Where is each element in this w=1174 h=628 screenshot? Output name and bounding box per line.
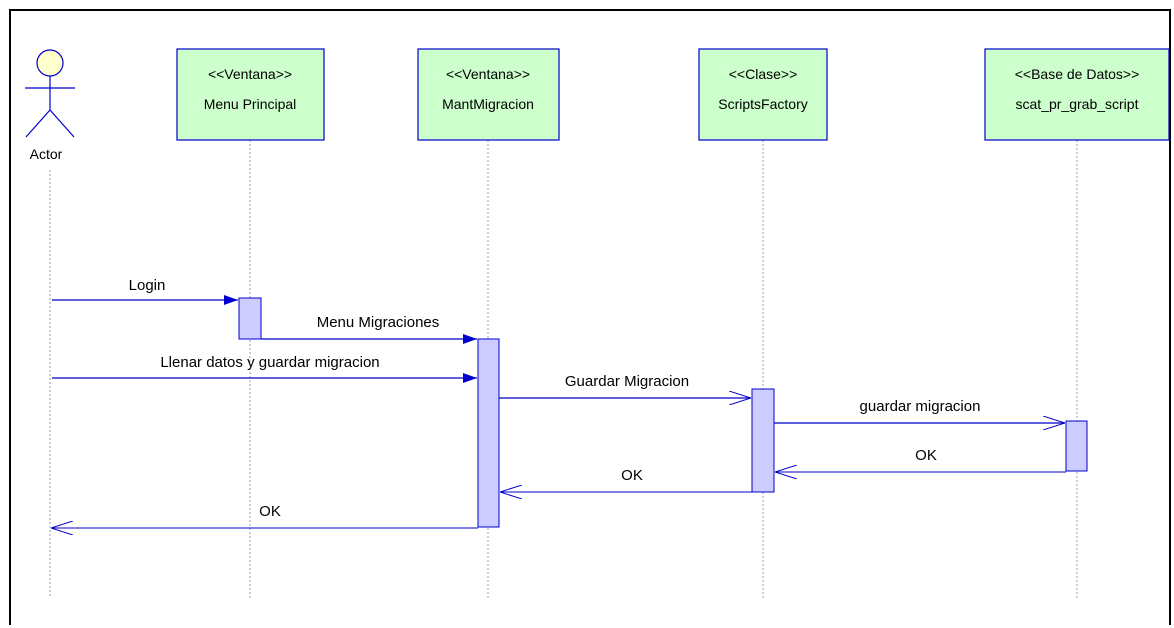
message-llenar-datos: Llenar datos y guardar migracion (52, 354, 477, 383)
object-name: ScriptsFactory (718, 96, 807, 112)
message-label: guardar migracion (860, 398, 981, 415)
object-database[interactable]: <<Base de Datos>> scat_pr_grab_script (984, 48, 1170, 141)
object-stereotype: <<Base de Datos>> (1015, 66, 1140, 82)
object-name: Menu Principal (204, 96, 297, 112)
actor-head (36, 49, 64, 77)
message-label: Menu Migraciones (317, 314, 440, 331)
activation-scriptsfactory (751, 388, 775, 493)
activation-mantmigracion (477, 338, 500, 528)
message-ok-return-db: OK (775, 447, 1066, 472)
message-ok-return-actor: OK (51, 503, 478, 528)
object-stereotype: <<Ventana>> (446, 66, 530, 82)
message-label: OK (621, 467, 643, 484)
object-name: MantMigracion (442, 96, 534, 112)
message-label: Llenar datos y guardar migracion (160, 354, 379, 371)
message-menu-migraciones: Menu Migraciones (261, 314, 477, 344)
object-name: scat_pr_grab_script (1016, 96, 1139, 112)
message-ok-return-factory: OK (500, 467, 752, 492)
object-mantmigracion[interactable]: <<Ventana>> MantMigracion (417, 48, 560, 141)
object-stereotype: <<Clase>> (729, 66, 798, 82)
object-scriptsfactory[interactable]: <<Clase>> ScriptsFactory (698, 48, 828, 141)
message-label: OK (915, 447, 937, 464)
object-stereotype: <<Ventana>> (208, 66, 292, 82)
object-menu-principal[interactable]: <<Ventana>> Menu Principal (176, 48, 325, 141)
message-label: Login (129, 277, 166, 294)
diagram-frame (9, 9, 1171, 625)
message-guardar-migracion: Guardar Migracion (499, 373, 751, 398)
actor-left-leg (25, 109, 51, 138)
message-login: Login (52, 277, 238, 305)
actor-label: Actor (30, 146, 63, 162)
message-label: Guardar Migracion (565, 373, 689, 390)
actor-right-leg (49, 109, 75, 138)
activation-menu-principal (238, 297, 262, 340)
actor-figure: Actor (25, 49, 75, 162)
activation-database (1065, 420, 1088, 472)
message-label: OK (259, 503, 281, 520)
message-guardar-migracion-db: guardar migracion (774, 398, 1065, 423)
